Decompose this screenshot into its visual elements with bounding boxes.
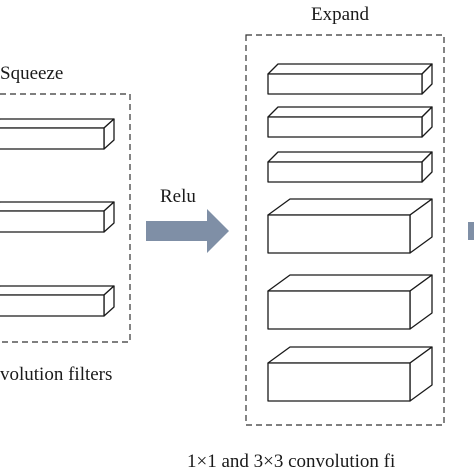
expand-3x3-filter-2 <box>267 274 433 330</box>
expand-1x1-filter-1 <box>267 63 433 95</box>
relu-label: Relu <box>160 186 196 207</box>
squeeze-filter-2 <box>0 201 115 233</box>
expand-caption: 1×1 and 3×3 convolution fi <box>187 451 395 472</box>
relu-arrow <box>146 209 229 253</box>
squeeze-filter-3 <box>0 285 115 317</box>
squeeze-filter-1 <box>0 118 115 150</box>
expand-title: Expand <box>311 4 370 25</box>
expand-3x3-filter-3 <box>267 346 433 402</box>
expand-1x1-filter-2 <box>267 106 433 138</box>
expand-3x3-filter-1 <box>267 198 433 254</box>
expand-dashed-frame <box>245 34 445 426</box>
squeeze-dashed-frame <box>0 93 131 343</box>
expand-1x1-filter-3 <box>267 151 433 183</box>
squeeze-title: Squeeze <box>0 63 63 84</box>
next-arrow-partial <box>468 222 474 240</box>
squeeze-caption: volution filters <box>0 364 112 385</box>
